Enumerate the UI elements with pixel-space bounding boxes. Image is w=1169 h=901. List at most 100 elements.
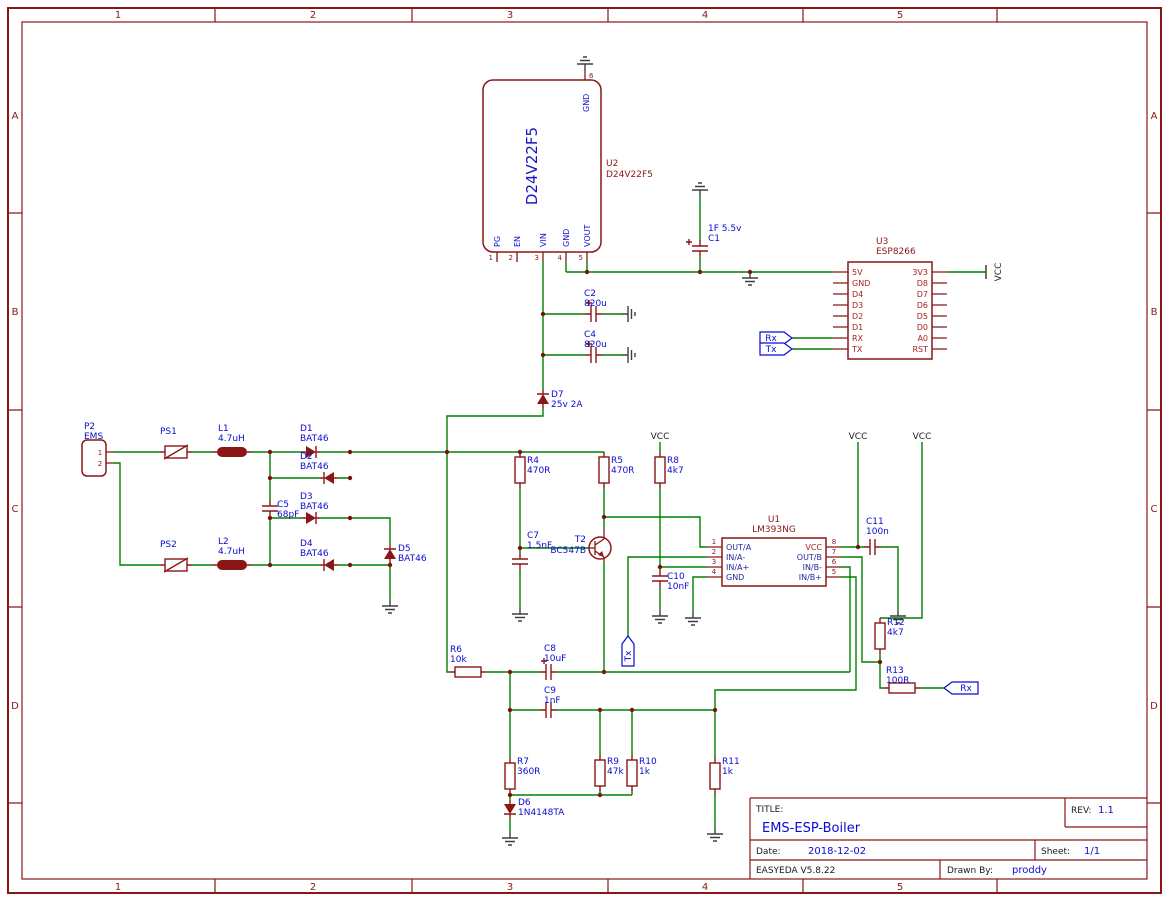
component-d3[interactable]: D3 BAT46 xyxy=(300,492,329,525)
gnd-icon[interactable] xyxy=(576,56,594,71)
gnd-icon[interactable] xyxy=(381,599,399,614)
c7-value: 1.5nF xyxy=(527,541,552,551)
vcc-flag[interactable]: VCC xyxy=(849,432,868,442)
component-r4[interactable]: R4 470R xyxy=(514,451,550,489)
component-c10[interactable]: C10 10nF xyxy=(651,569,689,592)
d6-ref: D6 xyxy=(518,798,531,808)
gnd-icon[interactable] xyxy=(501,831,519,846)
component-r8[interactable]: R8 4k7 xyxy=(654,451,684,489)
gnd-icon[interactable] xyxy=(684,611,702,626)
frame-row-label: D xyxy=(1150,701,1158,712)
component-p2[interactable]: P2 EMS 1 2 xyxy=(81,422,107,477)
gnd-icon[interactable] xyxy=(691,182,709,197)
u3-pin-name: D8 xyxy=(917,279,928,288)
component-d2[interactable]: D2 BAT46 xyxy=(300,452,339,485)
component-d6[interactable]: D6 1N4148TA xyxy=(503,798,565,819)
u3-pin-name: 5V xyxy=(852,268,863,277)
component-l1[interactable]: L1 4.7uH xyxy=(211,424,253,458)
drawn-by-label: Drawn By: xyxy=(947,866,993,876)
component-r13[interactable]: R13 100R xyxy=(883,666,921,694)
u1-pin-name: VCC xyxy=(805,543,822,552)
gnd-icon[interactable] xyxy=(651,609,669,624)
component-r7[interactable]: R7 360R xyxy=(504,757,540,795)
component-c1[interactable]: 1F 5.5v C1 xyxy=(685,224,742,258)
sheet-value: 1/1 xyxy=(1084,846,1100,857)
u1-pin-name: OUT/B xyxy=(797,553,822,562)
frame-col-label: 4 xyxy=(702,10,708,21)
component-u1[interactable]: U1 LM393NG OUT/A IN/A- IN/A+ GND VCC OUT… xyxy=(712,515,837,587)
u1-pin-number: 1 xyxy=(712,538,716,546)
component-c7[interactable]: C7 1.5nF xyxy=(511,531,552,571)
p2-pin-number: 2 xyxy=(98,460,102,468)
net-flag-rx-bottom[interactable]: Rx xyxy=(943,681,979,695)
component-d7[interactable]: D7 25v 2A xyxy=(536,389,583,410)
gnd-icon[interactable] xyxy=(621,305,636,323)
component-d4[interactable]: D4 BAT46 xyxy=(300,539,339,572)
resistor-icon xyxy=(654,451,666,489)
u3-pin-name: D3 xyxy=(852,301,863,310)
wire-nets[interactable] xyxy=(113,196,986,832)
diode-icon xyxy=(319,558,339,572)
net-flag-tx-bottom[interactable]: Tx xyxy=(621,635,635,667)
component-r5[interactable]: R5 470R xyxy=(598,451,634,489)
u3-pin-name: D1 xyxy=(852,323,863,332)
component-c4[interactable]: C4 820u xyxy=(584,330,607,364)
component-r10[interactable]: R10 1k xyxy=(626,754,657,792)
component-d1[interactable]: D1 BAT46 xyxy=(300,424,329,459)
title-block: TITLE: EMS-ESP-Boiler REV: 1.1 Date: 201… xyxy=(749,797,1147,879)
r8-ref: R8 xyxy=(667,456,679,466)
r10-value: 1k xyxy=(639,767,651,777)
sheet-label: Sheet: xyxy=(1041,847,1070,857)
gnd-icon[interactable] xyxy=(511,607,529,622)
component-r6[interactable]: R6 10k xyxy=(449,645,487,678)
capacitor-icon xyxy=(651,569,669,588)
component-ps2[interactable]: PS2 xyxy=(159,540,193,573)
component-r9[interactable]: R9 47k xyxy=(594,754,624,792)
capacitor-icon xyxy=(511,552,529,571)
c1-ref: C1 xyxy=(708,234,720,244)
component-u3[interactable]: U3 ESP8266 5V GND D4 D3 D2 D1 RX TX 3V3 … xyxy=(847,237,933,360)
component-d5[interactable]: D5 BAT46 xyxy=(383,544,427,564)
net-flag-tx-top[interactable]: Tx xyxy=(759,342,793,356)
u1-pin-number: 4 xyxy=(712,568,717,576)
component-c11[interactable]: C11 100n xyxy=(863,517,889,556)
r6-value: 10k xyxy=(450,655,467,665)
component-t2[interactable]: T2 BC547B xyxy=(550,528,612,562)
u1-pin-name: IN/B- xyxy=(803,563,823,572)
l2-value: 4.7uH xyxy=(218,547,245,557)
component-c8[interactable]: C8 10uF xyxy=(539,644,566,681)
ps2-ref: PS2 xyxy=(160,540,177,550)
component-r11[interactable]: R11 1k xyxy=(709,757,740,795)
u3-pin-name: D4 xyxy=(852,290,863,299)
component-ps1[interactable]: PS1 xyxy=(159,427,193,460)
u1-value: LM393NG xyxy=(752,525,796,535)
vcc-flag[interactable]: VCC xyxy=(913,432,932,442)
frame-row-label: D xyxy=(11,701,19,712)
d7-value: 25v 2A xyxy=(551,400,583,410)
component-r12[interactable]: R12 4k7 xyxy=(874,617,905,655)
c9-value: 1nF xyxy=(544,696,561,706)
net-flag-rx-top[interactable]: Rx xyxy=(759,331,793,345)
d2-value: BAT46 xyxy=(300,462,329,472)
component-c2[interactable]: C2 820u xyxy=(584,289,607,323)
resistor-icon xyxy=(709,757,721,795)
t2-value: BC547B xyxy=(550,546,586,556)
component-u2[interactable]: D24V22F5 U2 D24V22F5 PG EN VIN GND VOUT … xyxy=(482,72,653,262)
frame-row-label: B xyxy=(12,307,19,318)
frame-col-label: 3 xyxy=(507,882,513,893)
component-l2[interactable]: L2 4.7uH xyxy=(211,537,253,571)
u3-pin-name: D2 xyxy=(852,312,863,321)
junction-dots xyxy=(267,269,883,798)
vcc-flag[interactable]: VCC xyxy=(985,263,1004,282)
component-c5[interactable]: C5 68pF xyxy=(261,499,299,520)
component-c9[interactable]: C9 1nF xyxy=(539,686,561,719)
frame-col-label: 2 xyxy=(310,10,316,21)
gnd-icon[interactable] xyxy=(621,346,636,364)
d7-ref: D7 xyxy=(551,390,564,400)
c5-value: 68pF xyxy=(277,510,299,520)
sheet-frame: 1 2 3 4 5 1 2 3 4 5 A B C D A B C D xyxy=(7,7,1162,894)
vcc-flag[interactable]: VCC xyxy=(651,432,670,442)
u1-pin-number: 7 xyxy=(832,548,836,556)
gnd-icon[interactable] xyxy=(706,827,724,842)
resistor-icon xyxy=(594,754,606,792)
